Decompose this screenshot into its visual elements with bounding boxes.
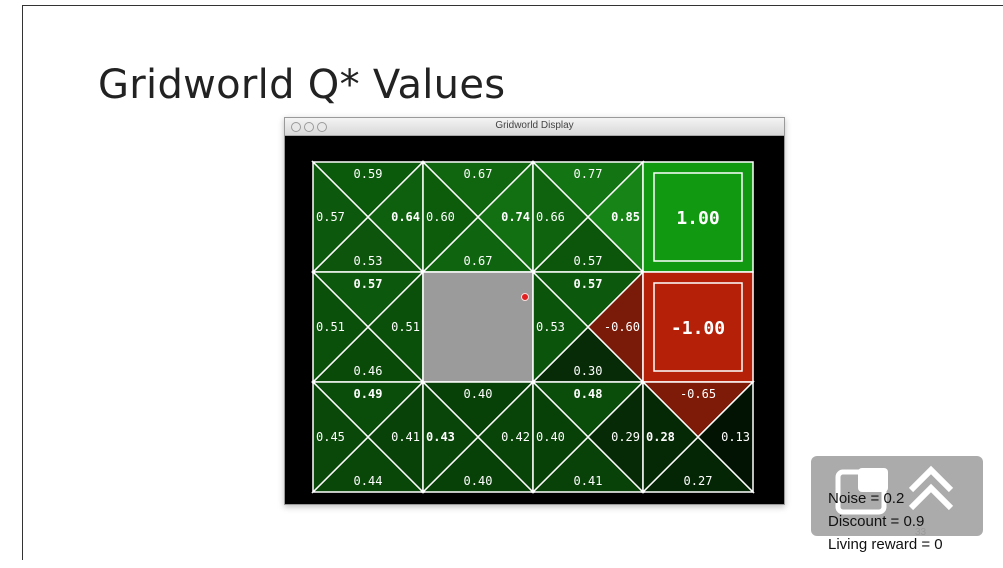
- q-value-north-r0c1: 0.67: [464, 167, 493, 181]
- q-value-north-r2c0: 0.49: [354, 387, 383, 401]
- q-triangle-east-r2c3: [696, 380, 754, 494]
- slide-border-left: [22, 5, 23, 560]
- wall-cell-r1c1: [422, 271, 534, 383]
- window-title: Gridworld Display: [495, 120, 574, 131]
- terminal-inner-border-r1c3: [653, 282, 743, 372]
- q-value-north-r1c0: 0.57: [354, 277, 383, 291]
- terminal-value-r1c3: -1.00: [671, 318, 725, 339]
- q-value-east-r2c0: 0.41: [391, 430, 420, 444]
- q-value-east-r0c0: 0.64: [391, 210, 420, 224]
- q-value-west-r2c3: 0.28: [646, 430, 675, 444]
- q-value-west-r0c2: 0.66: [536, 210, 565, 224]
- q-value-south-r1c2: 0.30: [574, 364, 603, 378]
- q-value-west-r1c2: 0.53: [536, 320, 565, 334]
- terminal-cell-r0c3: [642, 161, 754, 273]
- q-value-south-r1c0: 0.46: [354, 364, 383, 378]
- agent-marker-icon: [521, 293, 529, 301]
- q-value-north-r2c2: 0.48: [574, 387, 603, 401]
- window-titlebar[interactable]: Gridworld Display: [285, 118, 784, 136]
- q-value-south-r0c0: 0.53: [354, 254, 383, 268]
- q-value-south-r0c1: 0.67: [464, 254, 493, 268]
- q-value-north-r2c1: 0.40: [464, 387, 493, 401]
- q-triangle-west-r2c1: [422, 380, 480, 494]
- q-value-east-r1c0: 0.51: [391, 320, 420, 334]
- double-chevron-up-icon[interactable]: [908, 465, 954, 511]
- q-value-east-r2c1: 0.42: [501, 430, 530, 444]
- q-triangle-west-r0c2: [532, 160, 590, 274]
- q-value-south-r2c1: 0.40: [464, 474, 493, 488]
- overlay-icons: [835, 465, 954, 515]
- q-value-east-r2c2: 0.29: [611, 430, 640, 444]
- slide-title: Gridworld Q* Values: [98, 62, 506, 108]
- q-triangle-west-r2c3: [642, 380, 700, 494]
- q-triangle-west-r1c0: [312, 270, 370, 384]
- q-value-west-r0c1: 0.60: [426, 210, 455, 224]
- discount-note: Discount = 0.9: [828, 513, 925, 530]
- slide-border-top: [22, 5, 1003, 6]
- q-value-west-r2c2: 0.40: [536, 430, 565, 444]
- q-value-south-r0c2: 0.57: [574, 254, 603, 268]
- grid-area: 0.59 0.53 0.57 0.64 0.67 0.67 0.60 0.74 0.77 0.57…: [285, 135, 784, 509]
- noise-note: Noise = 0.2: [828, 490, 905, 507]
- terminal-inner-border-r0c3: [653, 172, 743, 262]
- q-value-west-r2c0: 0.45: [316, 430, 345, 444]
- q-triangle-west-r2c0: [312, 380, 370, 494]
- q-triangle-west-r0c0: [312, 160, 370, 274]
- video-overlay-panel[interactable]: [811, 456, 983, 536]
- q-value-west-r1c0: 0.51: [316, 320, 345, 334]
- q-triangle-west-r2c2: [532, 380, 590, 494]
- q-value-south-r2c0: 0.44: [354, 474, 383, 488]
- q-value-north-r0c2: 0.77: [574, 167, 603, 181]
- q-value-south-r2c2: 0.41: [574, 474, 603, 488]
- picture-in-picture-icon[interactable]: [835, 468, 888, 515]
- terminal-value-r0c3: 1.00: [676, 208, 719, 229]
- minimize-window-icon[interactable]: [304, 122, 314, 132]
- q-value-west-r2c1: 0.43: [426, 430, 455, 444]
- q-triangle-west-r1c2: [532, 270, 590, 384]
- q-value-east-r0c2: 0.85: [611, 210, 640, 224]
- q-value-east-r0c1: 0.74: [501, 210, 530, 224]
- living-reward-note: Living reward = 0: [828, 536, 943, 553]
- q-value-east-r1c2: -0.60: [604, 320, 640, 334]
- gridworld-grid: 0.59 0.53 0.57 0.64 0.67 0.67 0.60 0.74 0.77 0.57…: [311, 160, 755, 494]
- q-value-north-r2c3: -0.65: [680, 387, 716, 401]
- zoom-window-icon[interactable]: [317, 122, 327, 132]
- q-value-east-r2c3: 0.13: [721, 430, 750, 444]
- q-value-south-r2c3: 0.27: [684, 474, 713, 488]
- close-window-icon[interactable]: [291, 122, 301, 132]
- q-triangle-west-r0c1: [422, 160, 480, 274]
- q-value-west-r0c0: 0.57: [316, 210, 345, 224]
- q-value-north-r1c2: 0.57: [574, 277, 603, 291]
- slide-page-number: 33: [915, 527, 927, 538]
- q-value-north-r0c0: 0.59: [354, 167, 383, 181]
- terminal-cell-r1c3: [642, 271, 754, 383]
